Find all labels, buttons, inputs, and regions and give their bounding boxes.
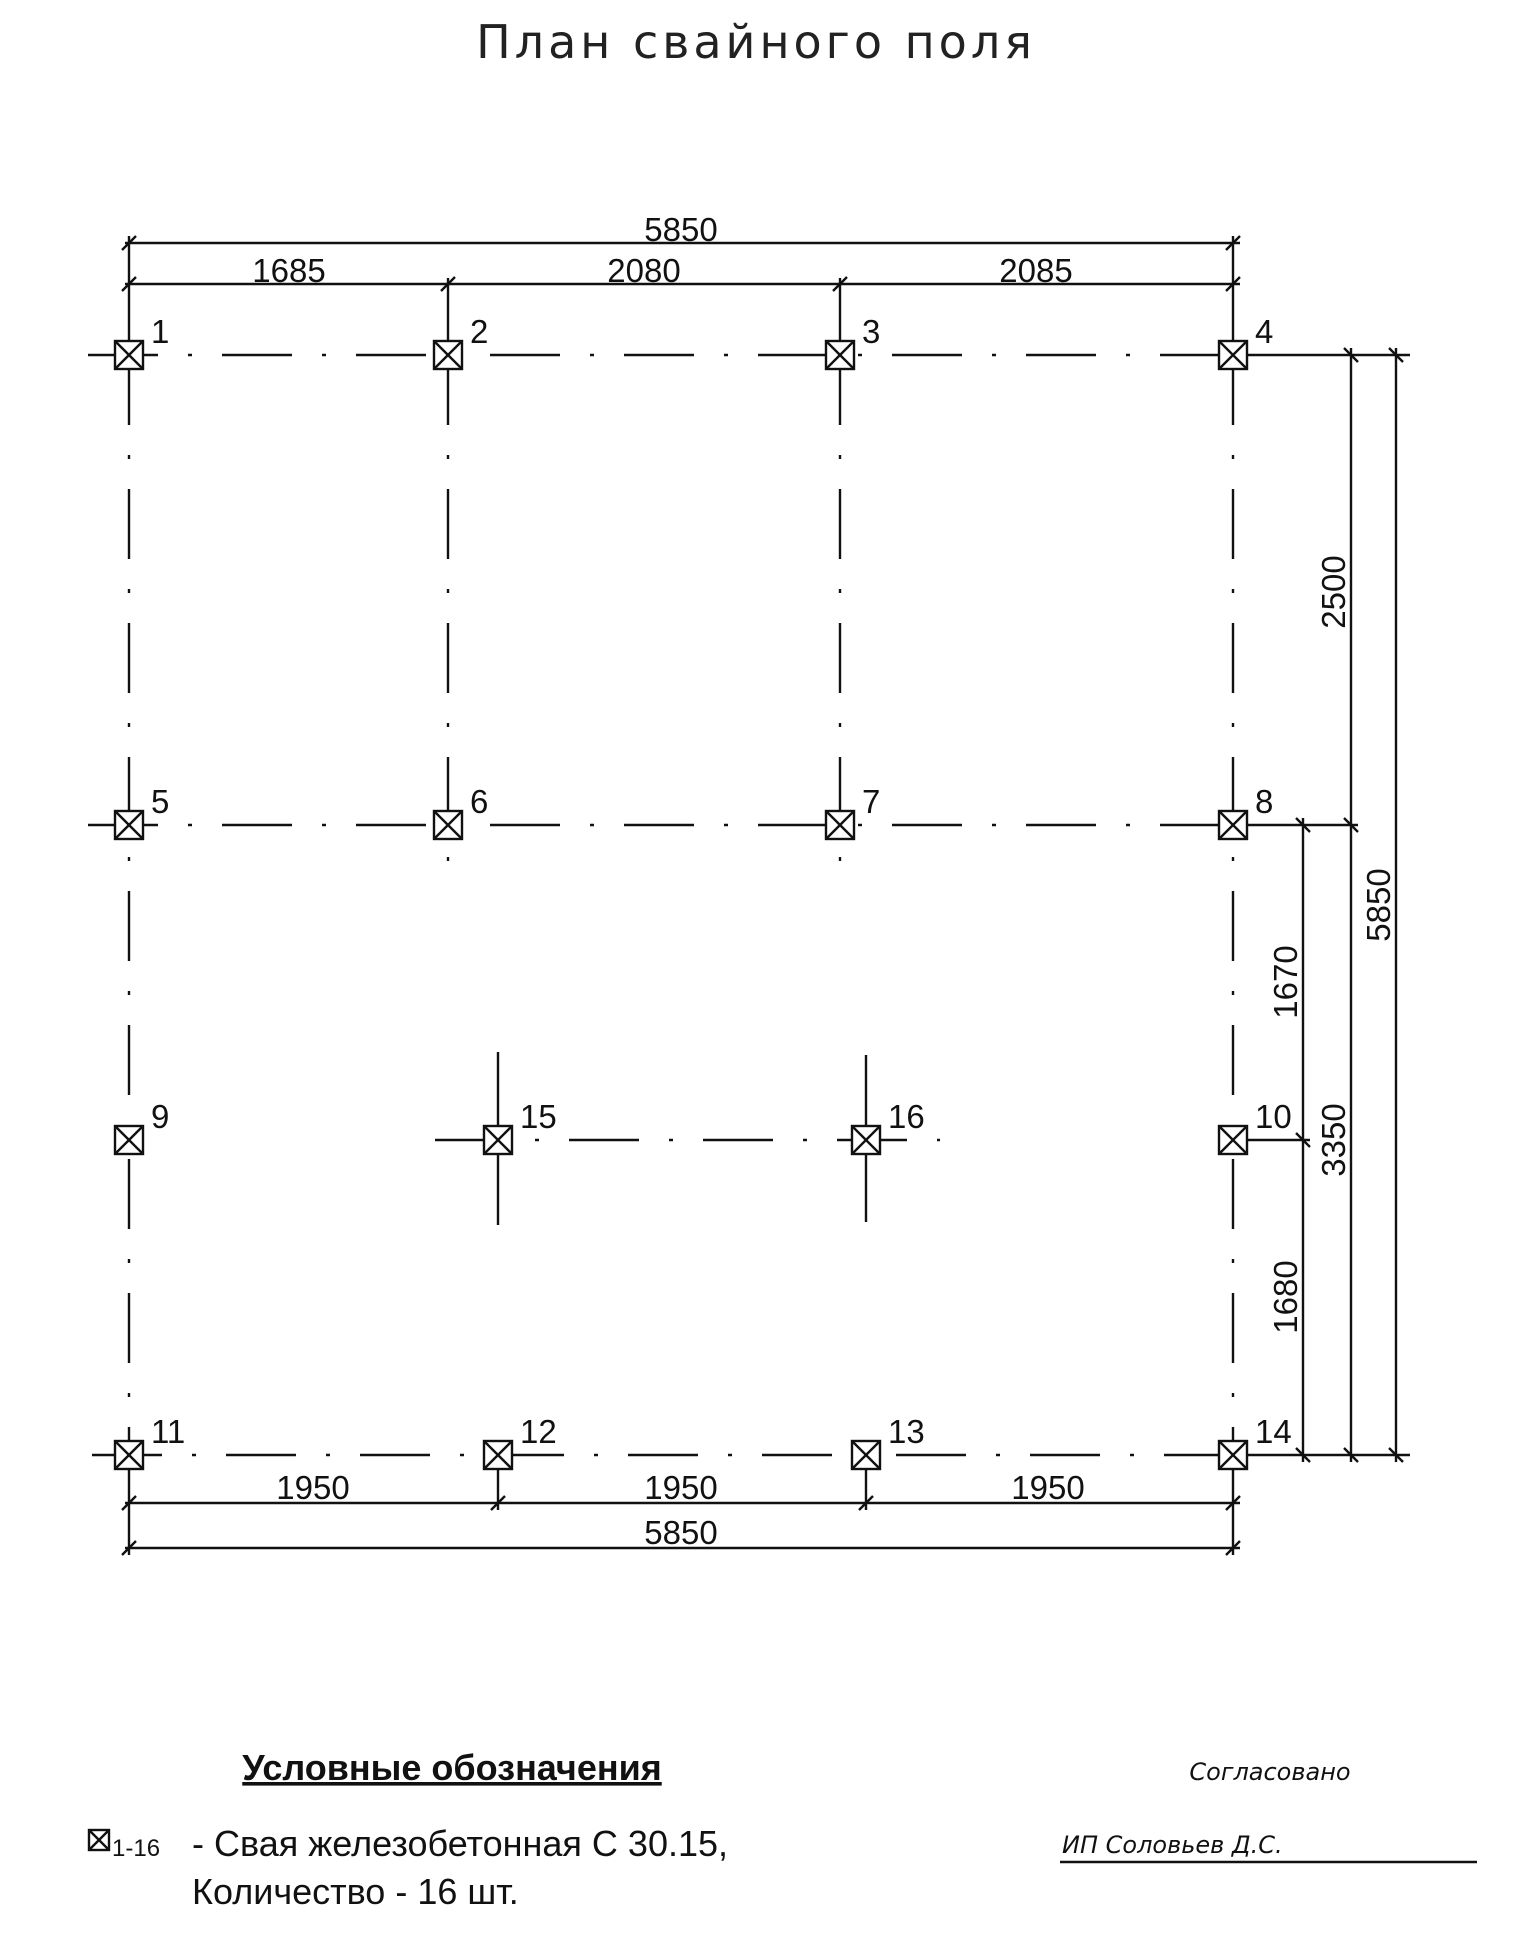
bottom-segment-label-1: 1950: [276, 1469, 349, 1506]
pile-cross-icon: [825, 340, 855, 370]
pile-cross-icon: [114, 1125, 144, 1155]
legend-line-2: Количество - 16 шт.: [192, 1871, 519, 1912]
bottom-segment-label-3: 1950: [1011, 1469, 1084, 1506]
pile-cross-icon: [433, 810, 463, 840]
pile-1: 1: [113, 313, 169, 371]
pile-cross-icon: [114, 1440, 144, 1470]
pile-number-label: 10: [1255, 1098, 1292, 1135]
pile-number-label: 6: [470, 783, 488, 820]
legend: Условные обозначения 1-16 - Свая железоб…: [87, 1747, 728, 1912]
pile-cross-icon: [1218, 810, 1248, 840]
pile-cross-icon: [851, 1440, 881, 1470]
pile-cross-icon: [1218, 1125, 1248, 1155]
bottom-dimension-chain: 1950 1950 1950 5850: [121, 1469, 1241, 1556]
pile-cross-icon: [114, 340, 144, 370]
pile-number-label: 14: [1255, 1413, 1292, 1450]
pile-number-label: 16: [888, 1098, 925, 1135]
pile-3: 3: [824, 313, 880, 371]
pile-8: 8: [1217, 783, 1273, 841]
pile-12: 12: [482, 1413, 557, 1471]
pile-cross-icon: [1218, 340, 1248, 370]
right-upper-label: 2500: [1315, 555, 1352, 628]
pile-number-label: 12: [520, 1413, 557, 1450]
top-segment-label-3: 2085: [999, 252, 1072, 289]
pile-cross-icon: [851, 1125, 881, 1155]
approval-signer: ИП Соловьев Д.С.: [1062, 1831, 1283, 1859]
pile-13: 13: [850, 1413, 925, 1471]
pile-11: 11: [113, 1413, 185, 1471]
top-dimension-ticks: [121, 235, 1241, 292]
pile-number-label: 5: [151, 783, 169, 820]
pile-number-label: 2: [470, 313, 488, 350]
pile-15: 15: [482, 1098, 557, 1156]
approval-block: Согласовано ИП Соловьев Д.С.: [1060, 1758, 1477, 1864]
bottom-dimension-ticks: [121, 1495, 1241, 1556]
pile-2: 2: [432, 313, 488, 371]
pile-number-label: 4: [1255, 313, 1273, 350]
pile-number-label: 15: [520, 1098, 557, 1135]
grid-axes: [88, 353, 1235, 1457]
pile-5: 5: [113, 783, 169, 841]
pile-number-label: 3: [862, 313, 880, 350]
top-dimension-chain: 5850 1685 2080 2085: [121, 211, 1241, 340]
legend-title: Условные обозначения: [242, 1747, 661, 1788]
pile-cross-icon: [483, 1440, 513, 1470]
legend-pile-symbol-icon: [87, 1828, 111, 1852]
drawing-title: План свайного поля: [476, 15, 1036, 69]
pile-6: 6: [432, 783, 488, 841]
pile-10: 10: [1217, 1098, 1292, 1156]
pile-number-label: 9: [151, 1098, 169, 1135]
legend-symbol-range: 1-16: [112, 1835, 160, 1862]
pile-cross-icon: [1218, 1440, 1248, 1470]
pile-14: 14: [1217, 1413, 1292, 1471]
right-dimension-chain: 2500 5850 3350 1670 1680: [1233, 347, 1410, 1463]
right-lower-segment-label-2: 1680: [1267, 1260, 1304, 1333]
bottom-total-label: 5850: [644, 1514, 717, 1551]
legend-line-1: - Свая железобетонная С 30.15,: [192, 1823, 728, 1864]
right-lower-segment-label-1: 1670: [1267, 945, 1304, 1018]
pile-9: 9: [113, 1098, 169, 1156]
right-lower-total-label: 3350: [1315, 1103, 1352, 1176]
pile-number-label: 8: [1255, 783, 1273, 820]
top-total-label: 5850: [644, 211, 717, 248]
right-total-label: 5850: [1360, 868, 1397, 941]
pile-number-label: 1: [151, 313, 169, 350]
pile-cross-icon: [433, 340, 463, 370]
approval-label: Согласовано: [1189, 1758, 1350, 1786]
top-segment-label-2: 2080: [607, 252, 680, 289]
top-segment-label-1: 1685: [252, 252, 325, 289]
pile-cross-icon: [483, 1125, 513, 1155]
pile-7: 7: [824, 783, 880, 841]
pile-number-label: 7: [862, 783, 880, 820]
pile-number-label: 13: [888, 1413, 925, 1450]
pile-cross-icon: [825, 810, 855, 840]
right-dimension-ticks: [1295, 347, 1404, 1463]
bottom-segment-label-2: 1950: [644, 1469, 717, 1506]
pile-number-label: 11: [151, 1413, 185, 1450]
pile-16: 16: [850, 1098, 925, 1156]
pile-cross-icon: [114, 810, 144, 840]
pile-4: 4: [1217, 313, 1273, 371]
